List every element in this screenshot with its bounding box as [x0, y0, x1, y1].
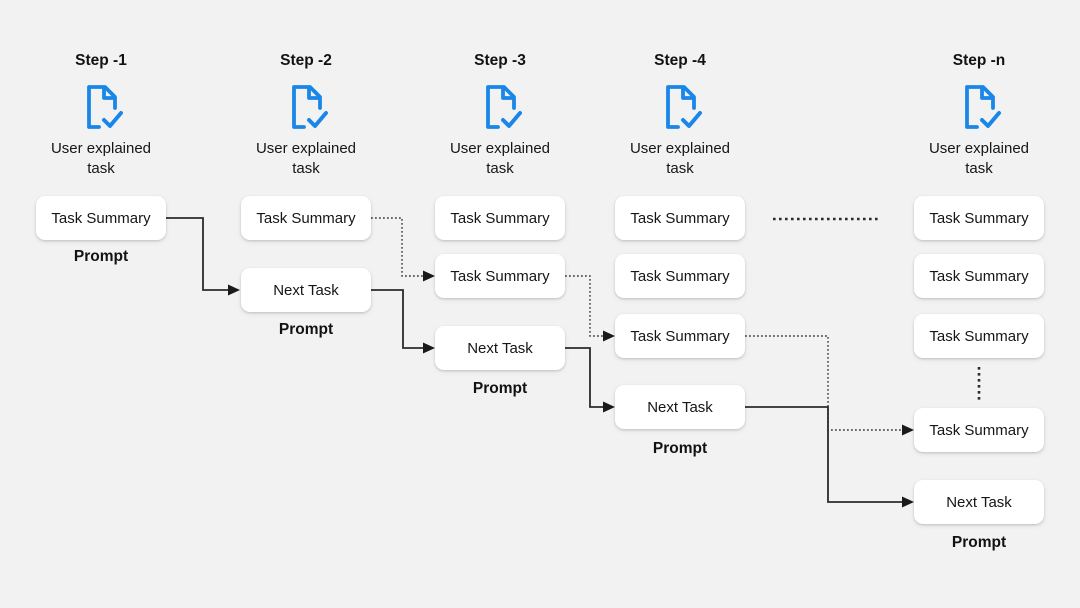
arrowhead [423, 270, 435, 282]
task-summary-box: Task Summary [36, 196, 166, 240]
connector-step2-to-step3-dotted [371, 217, 435, 282]
next-task-box: Next Task [914, 480, 1044, 524]
task-summary-box: Task Summary [435, 196, 565, 240]
arrowhead [228, 284, 240, 296]
step-title: Step -1 [75, 52, 127, 69]
task-summary-box: Task Summary [435, 254, 565, 298]
next-task-box: Next Task [615, 385, 745, 429]
document-check-icon [87, 85, 123, 129]
document-check-icon [486, 85, 522, 129]
step-title: Step -n [952, 52, 1006, 69]
user-task-caption: User explained task [629, 140, 731, 177]
connector-step1-to-step2-solid [166, 217, 240, 296]
task-summary-box: Task Summary [241, 196, 371, 240]
task-summary-box: Task Summary [615, 196, 745, 240]
document-check-icon [292, 85, 328, 129]
user-task-caption: User explained task [928, 140, 1030, 177]
task-summary-box: Task Summary [615, 314, 745, 358]
document-check-icon [666, 85, 702, 129]
document-check-icon [965, 85, 1001, 129]
next-task-box: Next Task [435, 326, 565, 370]
step-title: Step -2 [280, 52, 332, 69]
user-task-caption: User explained task [255, 140, 357, 177]
connector-step4-to-stepn-dotted [745, 335, 914, 436]
user-task-caption: User explained task [449, 140, 551, 177]
task-summary-box: Task Summary [914, 196, 1044, 240]
task-summary-box: Task Summary [914, 314, 1044, 358]
task-summary-box: Task Summary [914, 254, 1044, 298]
step-title: Step -3 [474, 52, 526, 69]
user-task-caption: User explained task [50, 140, 152, 177]
arrowhead [423, 342, 435, 354]
task-summary-box: Task Summary [615, 254, 745, 298]
arrowhead [902, 496, 914, 508]
prompt-label: Prompt [472, 380, 528, 397]
connector-step4-to-stepn-solid [745, 406, 914, 508]
prompt-label: Prompt [73, 248, 129, 265]
arrowhead [902, 424, 914, 436]
prompt-label: Prompt [951, 534, 1007, 551]
connector-step3-to-step4-dotted [565, 275, 615, 342]
next-task-box: Next Task [241, 268, 371, 312]
arrowhead [603, 330, 615, 342]
task-summary-box: Task Summary [914, 408, 1044, 452]
step-title: Step -4 [654, 52, 706, 69]
prompt-label: Prompt [652, 440, 708, 457]
prompt-label: Prompt [278, 321, 334, 338]
arrowhead [603, 401, 615, 413]
